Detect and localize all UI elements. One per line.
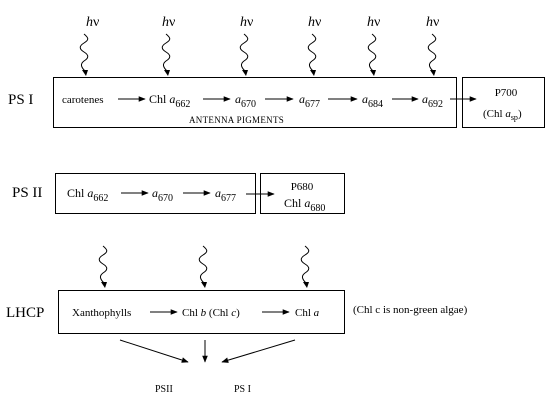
- lhcp-label: LHCP: [6, 305, 44, 321]
- photon-label: hν: [426, 15, 439, 30]
- wavy-arrow-icon: [198, 245, 208, 288]
- chl-a-label: Chl a: [295, 307, 320, 319]
- ps2-a670-label: a670: [152, 186, 173, 204]
- photon-label: hν: [308, 15, 321, 30]
- a692-label: a692: [422, 92, 443, 110]
- chl-asp-label: (Chl asp): [483, 108, 522, 122]
- psi-output-label: PS I: [234, 384, 251, 395]
- ps1-label: PS I: [8, 92, 33, 108]
- chl-a680-label: Chl a680: [284, 196, 325, 214]
- psii-output-label: PSII: [155, 384, 173, 395]
- wavy-arrow-icon: [307, 33, 317, 76]
- ps2-label: PS II: [12, 185, 42, 201]
- photon-label: hν: [86, 15, 99, 30]
- lhcp-box: [58, 290, 345, 334]
- chl-a662-label: Chl a662: [149, 92, 190, 110]
- ps1-antenna-box: [53, 77, 457, 128]
- ps2-chl-a662-label: Chl a662: [67, 186, 108, 204]
- p680-label: P680: [291, 181, 314, 193]
- photon-label: hν: [367, 15, 380, 30]
- lhcp-light-quanta: [98, 245, 310, 288]
- chl-c-note: (Chl c is non-green algae): [353, 304, 468, 316]
- xanthophylls-label: Xanthophylls: [72, 307, 131, 319]
- a684-label: a684: [362, 92, 383, 110]
- wavy-arrow-icon: [239, 33, 249, 76]
- energy-flow-arrow: [221, 339, 296, 363]
- antenna-pigments-caption: ANTENNA PIGMENTS: [189, 115, 284, 125]
- photon-label: hν: [162, 15, 175, 30]
- ps1-light-quanta: hν hν hν hν hν hν: [79, 15, 439, 76]
- a677-label: a677: [299, 92, 320, 110]
- wavy-arrow-icon: [161, 33, 171, 76]
- energy-flow-arrow: [119, 339, 189, 363]
- a670-label: a670: [235, 92, 256, 110]
- ps1-reaction-center-box: [462, 77, 545, 128]
- wavy-arrow-icon: [427, 33, 437, 76]
- p700-label: P700: [495, 87, 518, 99]
- wavy-arrow-icon: [79, 33, 89, 76]
- carotenes-label: carotenes: [62, 94, 104, 106]
- wavy-arrow-icon: [300, 245, 310, 288]
- wavy-arrow-icon: [98, 245, 108, 288]
- chl-b-label: Chl b (Chl c): [182, 307, 240, 319]
- wavy-arrow-icon: [367, 33, 377, 76]
- ps2-a677-label: a677: [215, 186, 236, 204]
- photon-label: hν: [240, 15, 253, 30]
